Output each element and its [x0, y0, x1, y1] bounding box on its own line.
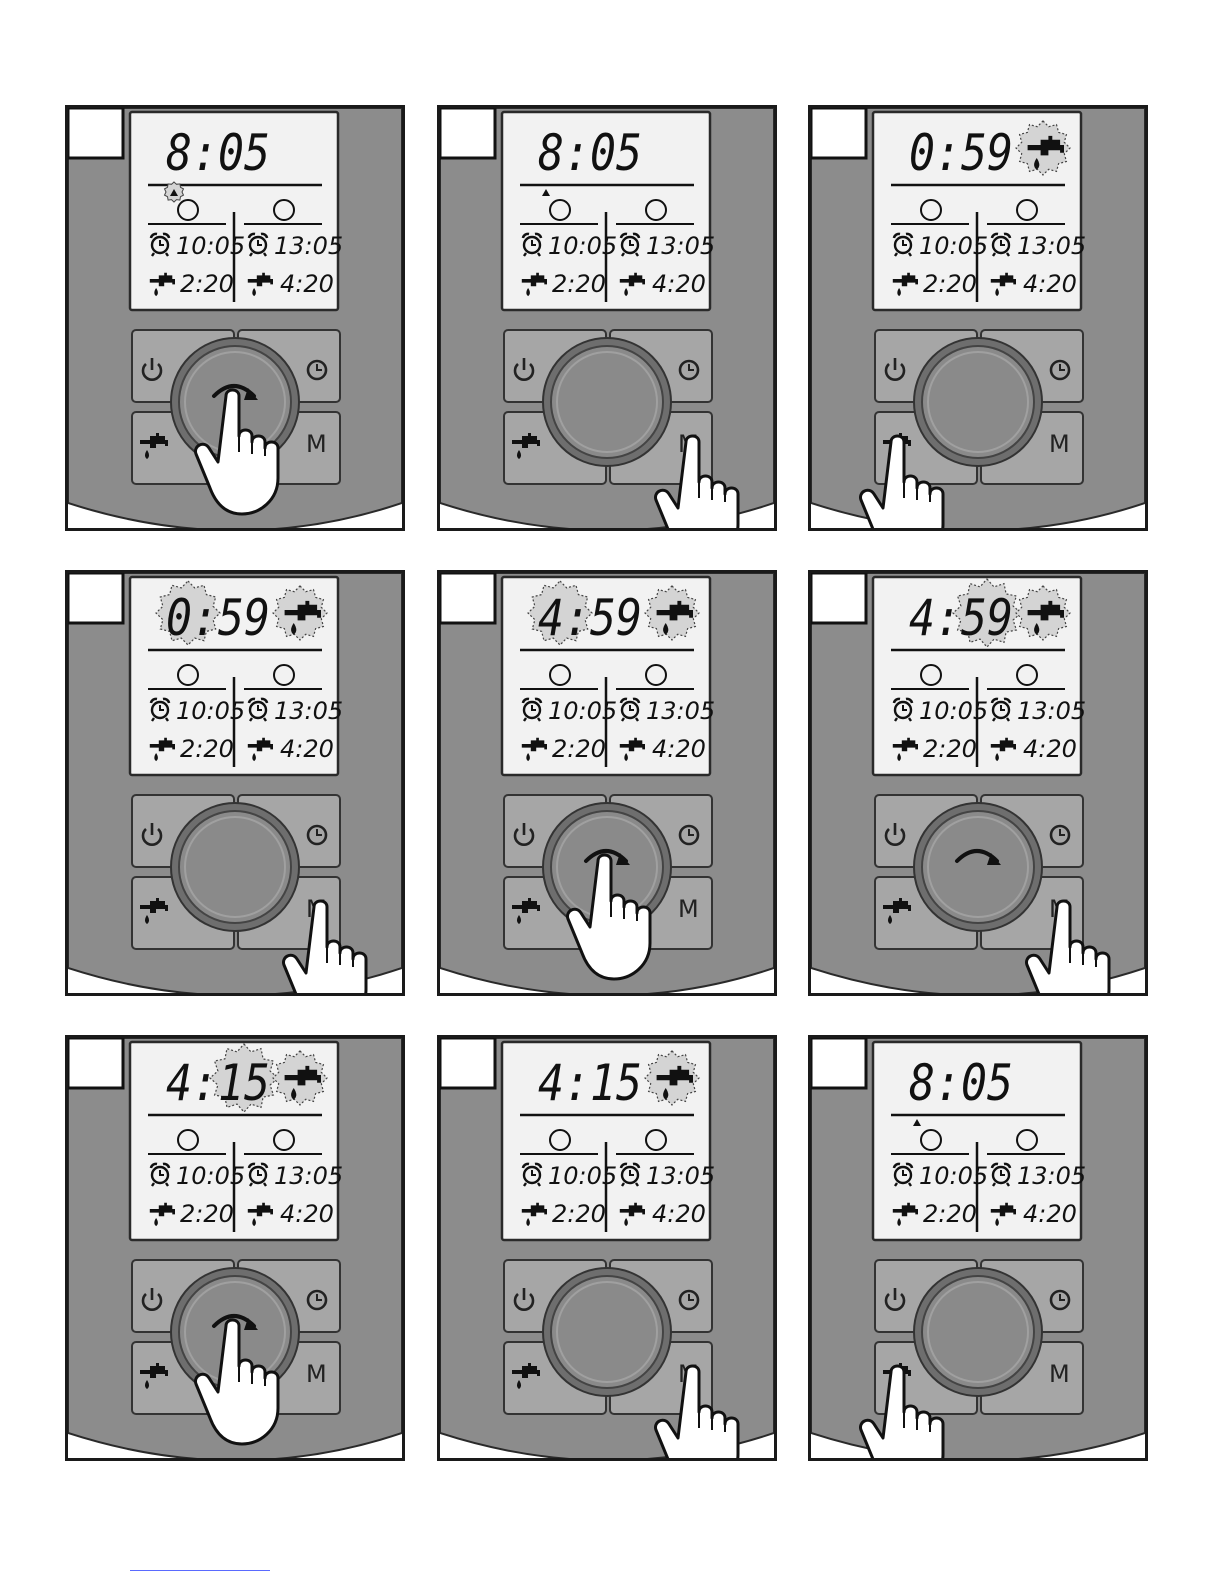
program-1-duration: 2:20 [552, 1200, 606, 1228]
device-illustration: 4:59 10:05 2:20 13:05 4:20M [440, 573, 774, 993]
program-1-duration: 2:20 [923, 1200, 977, 1228]
program-2-alarm-time: 13:05 [274, 1162, 343, 1190]
program-1-alarm-time: 10:05 [176, 1162, 245, 1190]
device-illustration: 8:05 10:05 2:20 13:05 4:20M [811, 1038, 1145, 1458]
footer-rule [130, 1570, 270, 1571]
lcd-screen: 4:59 10:05 2:20 13:05 4:20 [502, 577, 715, 775]
program-2-duration: 4:20 [652, 1200, 706, 1228]
program-1-duration: 2:20 [180, 735, 234, 763]
device-illustration: 8:0510:052:2013:054:20M [440, 108, 774, 528]
main-time-display: 8:05 [909, 1054, 1013, 1112]
program-1-alarm-time: 10:05 [548, 232, 617, 260]
main-time-display: 8:05 [166, 124, 270, 182]
step-number-box [811, 1038, 866, 1088]
device-illustration: 8:05 10:05 2:20 13:05 4:20M [68, 108, 402, 528]
program-1-alarm-time: 10:05 [176, 697, 245, 725]
step-number-box [811, 573, 866, 623]
step-number-box [440, 573, 495, 623]
program-1-alarm-time: 10:05 [548, 697, 617, 725]
mode-button-label: M [306, 430, 327, 458]
rotary-dial[interactable] [922, 346, 1034, 458]
program-1-alarm-time: 10:05 [919, 1162, 988, 1190]
lcd-screen: 4:15 10:05 2:20 13:05 4:20 [502, 1042, 715, 1240]
main-time-display: 4:59 [538, 589, 642, 647]
main-time-display: 0:59 [166, 589, 270, 647]
step-number-box [68, 1038, 123, 1088]
lcd-screen: 8:05 10:05 2:20 13:05 4:20 [873, 1042, 1086, 1240]
main-time-display: 8:05 [538, 124, 642, 182]
rotary-dial[interactable] [551, 346, 663, 458]
step-number-box [440, 1038, 495, 1088]
step-number-box [440, 108, 495, 158]
program-2-alarm-time: 13:05 [1017, 232, 1086, 260]
device-illustration: 4:1510:052:2013:054:20M [440, 1038, 774, 1458]
step-number-box [811, 108, 866, 158]
main-time-display: 4:59 [909, 589, 1013, 647]
program-1-duration: 2:20 [923, 270, 977, 298]
program-2-duration: 4:20 [652, 270, 706, 298]
lcd-screen: 0:59 10:05 2:20 13:05 4:20 [130, 577, 343, 775]
program-2-duration: 4:20 [1023, 1200, 1077, 1228]
program-2-alarm-time: 13:05 [274, 232, 343, 260]
program-2-alarm-time: 13:05 [646, 697, 715, 725]
rotary-dial[interactable] [551, 1276, 663, 1388]
program-2-alarm-time: 13:05 [1017, 1162, 1086, 1190]
device-illustration: 0:59 10:05 2:20 13:05 4:20M [811, 108, 1145, 528]
program-2-alarm-time: 13:05 [646, 232, 715, 260]
lcd-screen: 8:05 10:05 2:20 13:05 4:20 [502, 112, 715, 310]
main-time-display: 4:15 [538, 1054, 642, 1112]
program-2-alarm-time: 13:05 [646, 1162, 715, 1190]
mode-button-label: M [1049, 1360, 1070, 1388]
program-2-duration: 4:20 [280, 1200, 334, 1228]
step-number-box [68, 573, 123, 623]
lcd-screen: 4:59 10:05 2:20 13:05 4:20 [873, 577, 1086, 775]
program-2-duration: 4:20 [280, 735, 334, 763]
rotary-dial[interactable] [179, 811, 291, 923]
mode-button-label: M [306, 1360, 327, 1388]
program-2-alarm-time: 13:05 [1017, 697, 1086, 725]
lcd-screen: 4:15 10:05 2:20 13:05 4:20 [130, 1042, 343, 1240]
program-1-duration: 2:20 [552, 735, 606, 763]
program-1-duration: 2:20 [552, 270, 606, 298]
program-1-alarm-time: 10:05 [919, 232, 988, 260]
program-2-alarm-time: 13:05 [274, 697, 343, 725]
program-2-duration: 4:20 [652, 735, 706, 763]
step-panel-9: 8:05 10:05 2:20 13:05 4:20M [808, 1035, 1148, 1461]
program-2-duration: 4:20 [280, 270, 334, 298]
step-panel-3: 0:59 10:05 2:20 13:05 4:20M [808, 105, 1148, 531]
program-2-duration: 4:20 [1023, 735, 1077, 763]
lcd-screen: 8:05 10:05 2:20 13:05 4:20 [130, 112, 343, 310]
mode-button-label: M [678, 895, 699, 923]
rotary-dial[interactable] [922, 811, 1034, 923]
program-1-alarm-time: 10:05 [548, 1162, 617, 1190]
program-1-alarm-time: 10:05 [919, 697, 988, 725]
program-1-duration: 2:20 [180, 1200, 234, 1228]
program-1-duration: 2:20 [923, 735, 977, 763]
main-time-display: 4:15 [166, 1054, 270, 1112]
lcd-screen: 0:59 10:05 2:20 13:05 4:20 [873, 112, 1086, 310]
program-1-duration: 2:20 [180, 270, 234, 298]
step-number-box [68, 108, 123, 158]
mode-button-label: M [1049, 430, 1070, 458]
rotary-dial[interactable] [922, 1276, 1034, 1388]
step-panel-8: 4:1510:052:2013:054:20M [437, 1035, 777, 1461]
device-illustration: 4:15 10:05 2:20 13:05 4:20M [68, 1038, 402, 1458]
program-1-alarm-time: 10:05 [176, 232, 245, 260]
main-time-display: 0:59 [909, 124, 1013, 182]
program-2-duration: 4:20 [1023, 270, 1077, 298]
